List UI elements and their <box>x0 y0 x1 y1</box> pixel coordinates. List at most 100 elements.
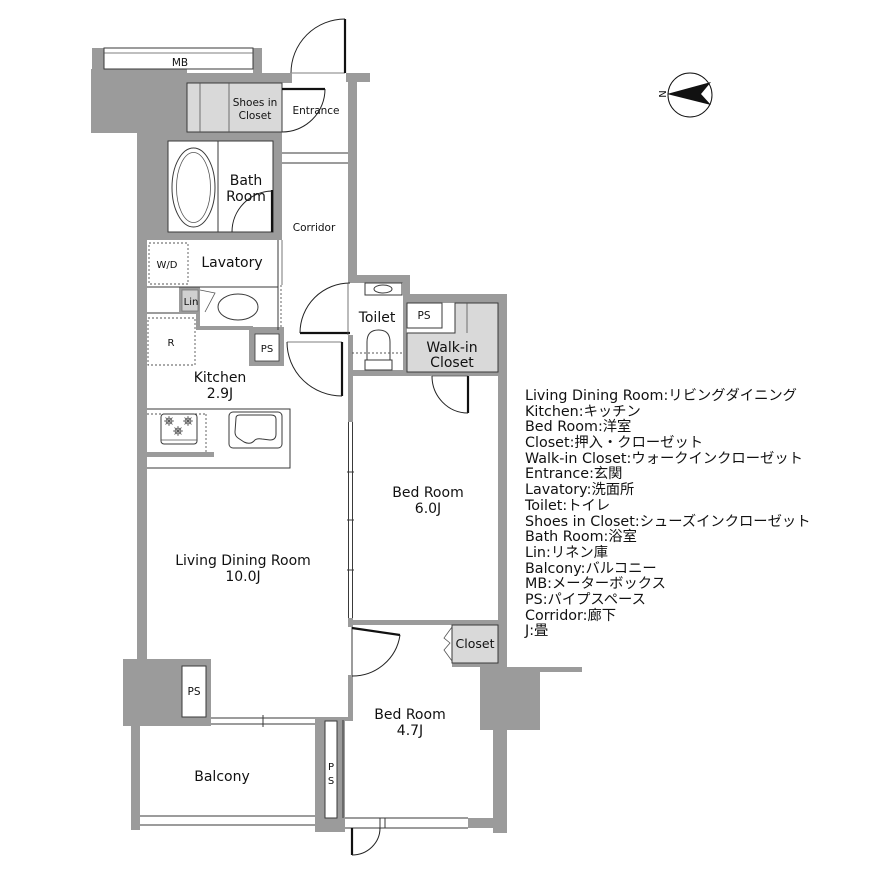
ldr-pipe-space <box>181 665 207 718</box>
legend-term: Toilet <box>525 497 563 514</box>
shoes-closet-label-1: Shoes in <box>233 97 278 109</box>
toilet-label: Toilet <box>358 310 396 326</box>
corridor: Corridor <box>293 222 336 234</box>
ldr-size: 10.0J <box>225 569 260 585</box>
bed-room-2-door <box>351 626 401 637</box>
legend-item: Bath Room:浴室 <box>525 529 811 546</box>
legend-term: Bed Room <box>525 419 598 436</box>
legend-separator: : <box>542 591 548 608</box>
legend-term: Entrance <box>525 466 590 483</box>
legend-meaning: 洋室 <box>602 419 632 436</box>
bed-room-1-label: Bed Room <box>392 485 463 501</box>
legend-meaning: メーターボックス <box>551 576 666 593</box>
legend: Living Dining Room:リビングダイニング Kitchen:キッチ… <box>525 388 811 640</box>
legend-item: Lin:リネン庫 <box>525 544 811 562</box>
closet-label: Closet <box>456 636 495 651</box>
shoes-in-closet: Shoes in Closet <box>186 82 283 133</box>
bed-room-2-window <box>345 817 468 829</box>
legend-separator: : <box>589 466 594 483</box>
legend-item: Closet:押入・クローゼット <box>525 435 811 452</box>
legend-term: Balcony <box>525 560 581 577</box>
compass-icon: N <box>656 72 713 118</box>
legend-term: Lavatory <box>525 482 587 499</box>
kitchen: R PS Kitchen 2.9J <box>147 317 344 469</box>
balcony-ps-label-2: S <box>328 776 334 787</box>
linen-door <box>199 289 216 313</box>
legend-term: Corridor <box>525 607 583 624</box>
living-dining-room: Living Dining Room 10.0J PS <box>175 553 315 727</box>
legend-separator: : <box>562 497 568 514</box>
refrigerator-label: R <box>168 338 175 349</box>
bed-room-2: Bed Room 4.7J <box>342 626 468 856</box>
kitchen-label: Kitchen <box>194 370 247 386</box>
legend-item: PS:パイプスペース <box>525 591 811 609</box>
kitchen-ps-label: PS <box>261 344 273 355</box>
lin-label: Lin <box>184 297 199 308</box>
wash-basin-icon <box>217 293 259 321</box>
legend-term: Walk-in Closet <box>525 450 627 467</box>
bathtub-icon <box>171 147 216 228</box>
kitchen-pipe-space <box>254 333 280 362</box>
balcony-ps-label-1: P <box>328 762 334 773</box>
kitchen-sink-icon <box>228 411 283 449</box>
legend-meaning: 玄関 <box>593 466 623 483</box>
legend-item: Bed Room:洋室 <box>525 420 811 436</box>
legend-item: Toilet:トイレ <box>525 497 811 515</box>
legend-item: Kitchen:キッチン <box>525 403 811 421</box>
bed-room-1-size: 6.0J <box>415 501 441 517</box>
legend-separator: : <box>663 388 669 404</box>
legend-term: Shoes in Closet <box>525 513 635 530</box>
bed-room-2-size: 4.7J <box>397 723 423 739</box>
lavatory: W/D Lavatory Lin <box>147 240 283 330</box>
legend-term: Bath Room <box>525 529 604 546</box>
ldr-window <box>211 715 315 727</box>
legend-meaning: バルコニー <box>585 560 657 577</box>
legend-item: Corridor:廊下 <box>525 607 811 625</box>
legend-item: Lavatory:洗面所 <box>525 482 811 499</box>
legend-separator: : <box>603 529 609 546</box>
wd-label: W/D <box>157 260 178 271</box>
balcony: Balcony P S <box>140 720 338 826</box>
legend-term: Closet <box>525 435 570 452</box>
sliding-door <box>347 422 354 618</box>
walls <box>91 48 582 833</box>
north-label: N <box>656 90 667 97</box>
bath-room: Bath Room <box>167 140 274 233</box>
bath-room-label-1: Bath <box>230 173 263 189</box>
legend-meaning: パイプスペース <box>547 591 646 608</box>
walk-in-closet-label-2: Closet <box>430 355 474 371</box>
walk-in-closet: Walk-in Closet <box>406 302 499 414</box>
shoes-closet-label-2: Closet <box>239 110 272 122</box>
walk-in-closet-label-1: Walk-in <box>426 340 477 356</box>
entrance: Entrance <box>281 18 348 164</box>
legend-separator: : <box>586 482 592 499</box>
legend-separator: : <box>597 419 603 436</box>
legend-item: Living Dining Room:リビングダイニング <box>525 388 811 405</box>
legend-meaning: ウォークインクローゼット <box>631 450 803 467</box>
kitchen-size: 2.9J <box>207 386 233 402</box>
legend-separator: : <box>529 623 535 640</box>
mb-label: MB <box>172 57 188 69</box>
refrigerator-space <box>147 317 196 366</box>
legend-item: MB:メーターボックス <box>525 576 811 593</box>
legend-meaning: トイレ <box>567 497 611 514</box>
lavatory-label: Lavatory <box>201 255 262 271</box>
legend-meaning: リビングダイニング <box>668 388 797 404</box>
legend-item: J:畳 <box>525 623 811 640</box>
legend-item: Shoes in Closet:シューズインクローゼット <box>525 513 811 531</box>
legend-separator: : <box>547 576 552 593</box>
legend-separator: : <box>546 544 551 561</box>
legend-item: Entrance:玄関 <box>525 467 811 483</box>
bath-room-label-2: Room <box>226 189 266 205</box>
balcony-label: Balcony <box>194 769 250 785</box>
legend-term: Kitchen <box>525 403 579 420</box>
ldr-label: Living Dining Room <box>175 553 311 569</box>
meter-box: MB <box>103 47 254 70</box>
legend-meaning: リネン庫 <box>550 544 609 561</box>
balcony-pipe-space <box>324 720 338 819</box>
entrance-label: Entrance <box>292 105 339 117</box>
bed-room-2-label: Bed Room <box>374 707 445 723</box>
ldr-ps-label: PS <box>188 686 201 698</box>
kitchen-counter <box>147 408 291 469</box>
